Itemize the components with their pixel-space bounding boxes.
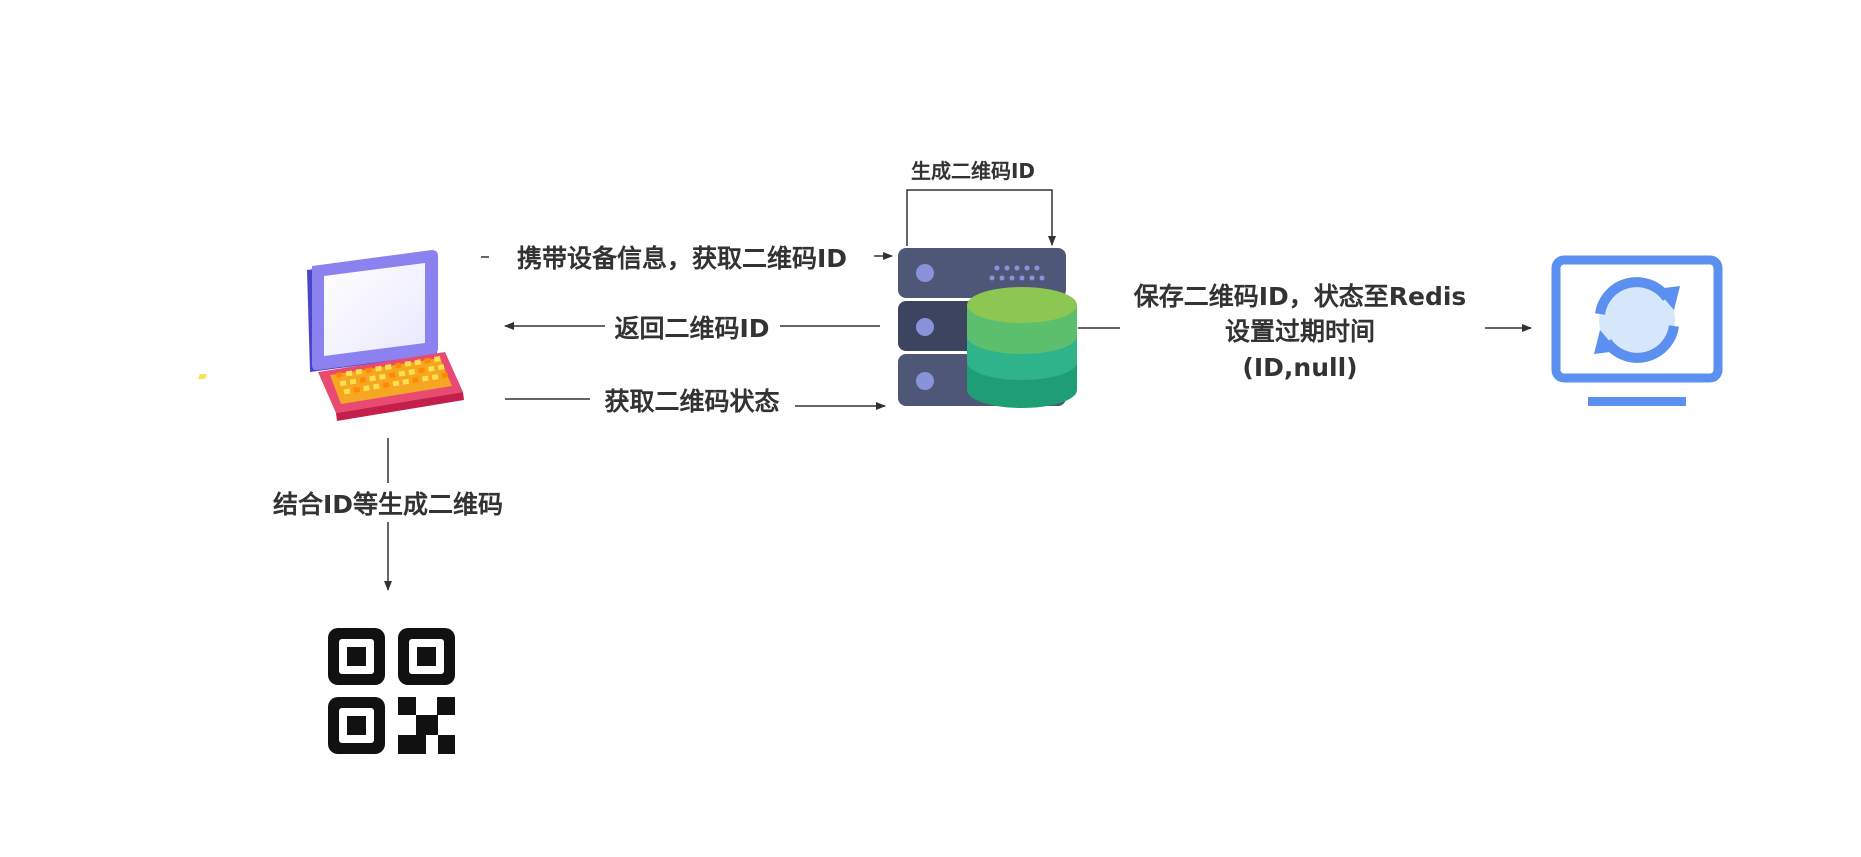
request-id-label: 携带设备信息，获取二维码ID bbox=[517, 244, 847, 273]
laptop-icon bbox=[198, 250, 464, 421]
qr-code-icon bbox=[328, 628, 455, 754]
poll-status-label: 获取二维码状态 bbox=[604, 387, 779, 416]
save-redis-label-line1: 保存二维码ID，状态至Redis bbox=[1133, 282, 1467, 311]
self-loop-arrow bbox=[906, 189, 1056, 246]
save-redis-label-line2: 设置过期时间 bbox=[1225, 317, 1375, 346]
generate-qr-label: 结合ID等生成二维码 bbox=[273, 490, 503, 519]
monitor-refresh-icon bbox=[1551, 255, 1723, 406]
self-loop-label: 生成二维码ID bbox=[911, 159, 1035, 183]
server-database-icon bbox=[898, 248, 1077, 408]
save-redis-label-line3: (ID,null) bbox=[1242, 353, 1357, 382]
return-id-label: 返回二维码ID bbox=[614, 314, 769, 343]
